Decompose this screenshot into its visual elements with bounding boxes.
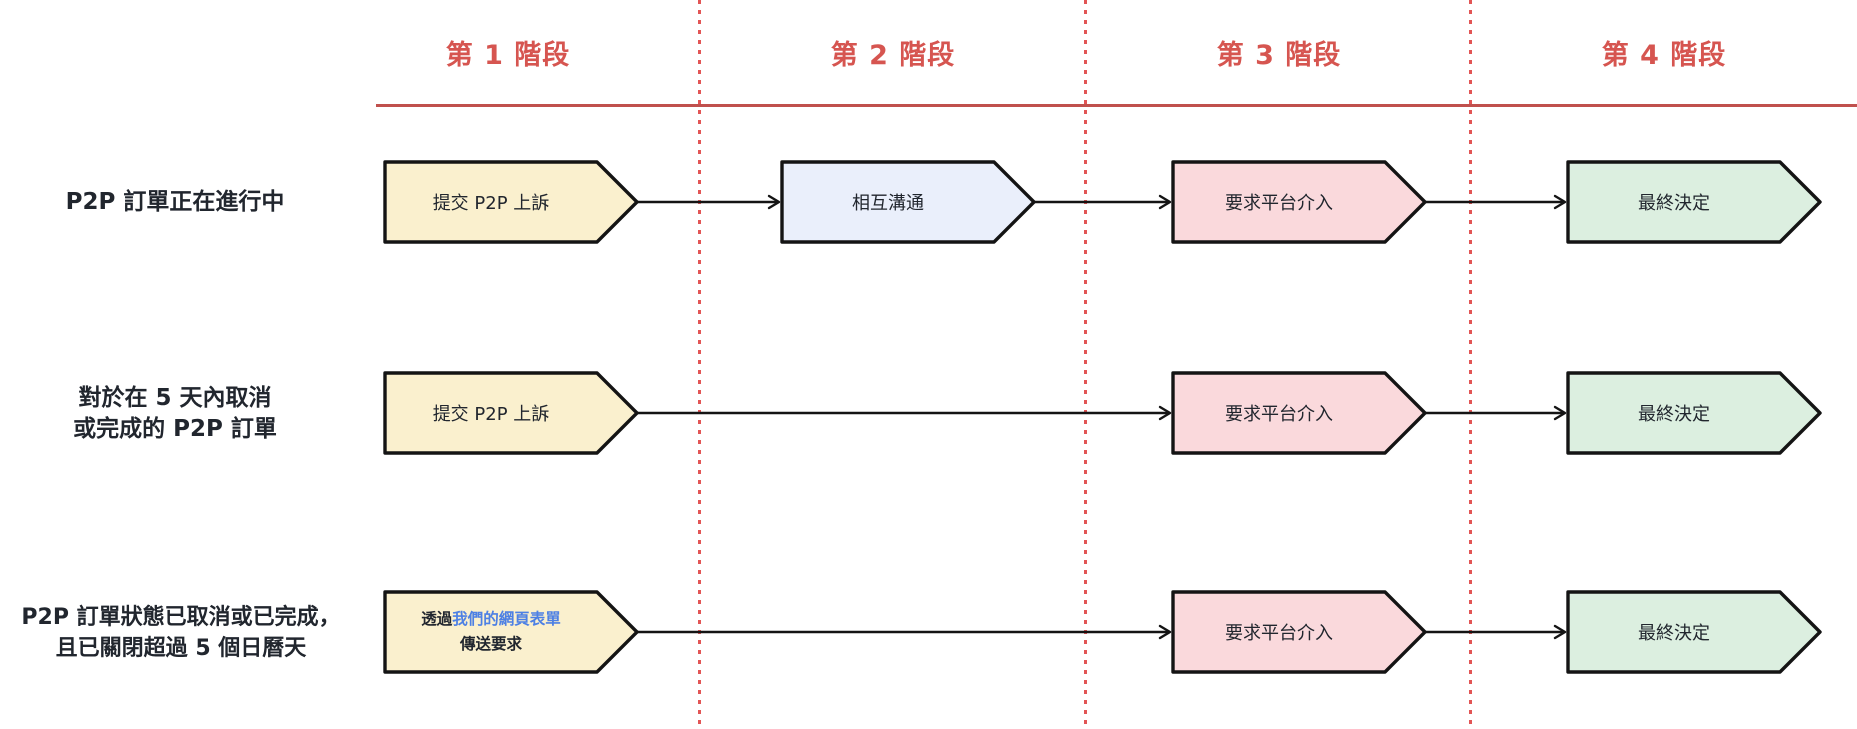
node-label: 透過我們的網頁表單 傳送要求 [385,592,597,672]
stage-divider-line-1 [698,0,701,729]
node-final-decision-row2: 最終決定 [1566,371,1822,455]
node-submit-p2p-appeal-row2: 提交 P2P 上訴 [383,371,639,455]
node-label: 提交 P2P 上訴 [432,404,550,425]
node-label: 最終決定 [1638,193,1710,214]
stage-4-header: 第 4 階段 [1601,39,1727,71]
web-form-prefix: 透過 [421,610,453,629]
node-final-decision-row3: 最終決定 [1566,590,1822,674]
web-form-link[interactable]: 我們的網頁表單 [452,610,561,629]
node-label-line-1: 透過我們的網頁表單 [421,607,561,632]
stage-1-header: 第 1 階段 [445,39,571,71]
node-label: 要求平台介入 [1225,193,1333,214]
node-label: 相互溝通 [852,193,924,214]
row-3-label-line-1: P2P 訂單狀態已取消或已完成， [21,605,341,630]
node-submit-p2p-appeal-row1: 提交 P2P 上訴 [383,160,639,244]
node-label: 最終決定 [1638,404,1710,425]
row-2-label-line-2: 或完成的 P2P 訂單 [73,416,277,442]
node-send-request-web-form: 透過我們的網頁表單 傳送要求 [383,590,639,674]
stage-3-header: 第 3 階段 [1216,39,1342,71]
node-final-decision-row1: 最終決定 [1566,160,1822,244]
row-3-label: P2P 訂單狀態已取消或已完成， 且已關閉超過 5 個日曆天 [0,602,362,664]
node-label-line-2: 傳送要求 [459,635,522,653]
node-label: 最終決定 [1638,623,1710,644]
row-2-label: 對於在 5 天內取消 或完成的 P2P 訂單 [0,383,350,445]
node-request-platform-intervention-row1: 要求平台介入 [1171,160,1427,244]
stage-divider-line-2 [1084,0,1087,729]
node-mutual-communication: 相互溝通 [780,160,1036,244]
row-2-label-line-1: 對於在 5 天內取消 [78,385,272,411]
node-request-platform-intervention-row2: 要求平台介入 [1171,371,1427,455]
stage-2-header: 第 2 階段 [830,39,956,71]
header-underline [376,104,1857,107]
row-1-label: P2P 訂單正在進行中 [0,187,350,218]
row-1-label-line-1: P2P 訂單正在進行中 [65,189,285,215]
node-label: 提交 P2P 上訴 [432,193,550,214]
row-3-label-line-2: 且已關閉超過 5 個日曆天 [55,636,307,661]
node-label: 要求平台介入 [1225,623,1333,644]
node-request-platform-intervention-row3: 要求平台介入 [1171,590,1427,674]
node-label: 要求平台介入 [1225,404,1333,425]
stage-divider-line-3 [1469,0,1472,729]
